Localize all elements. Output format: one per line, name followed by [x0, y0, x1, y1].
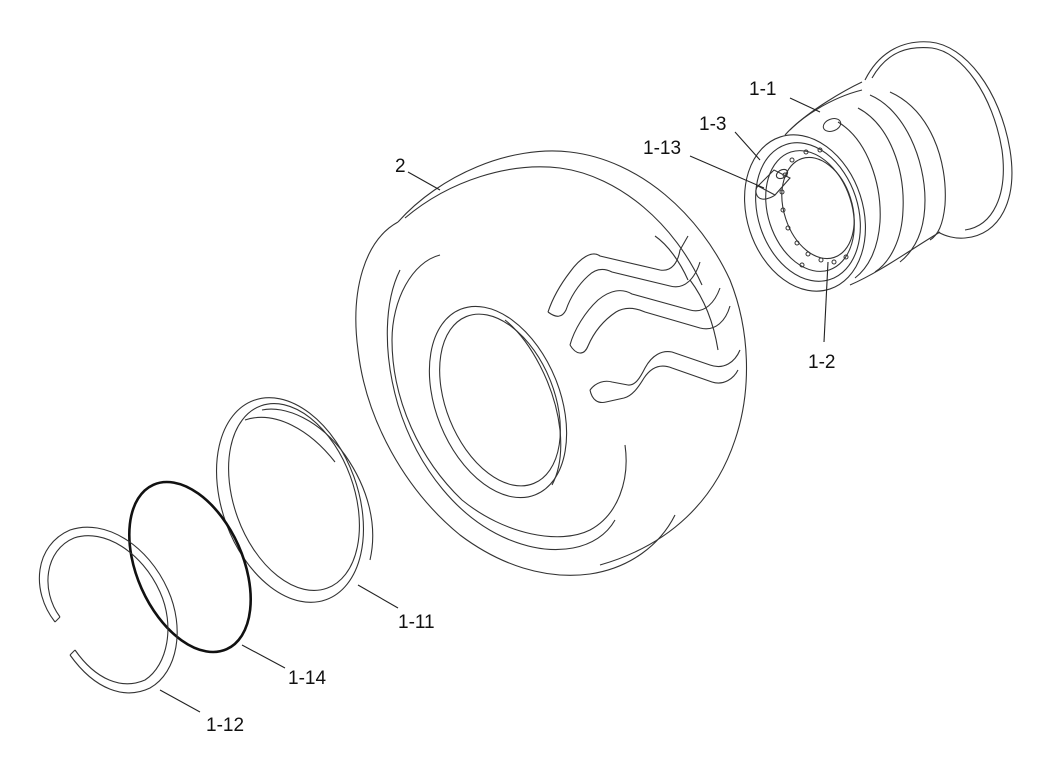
bead-seat-band-top-edge [244, 416, 336, 463]
tire-lug-1b [547, 261, 701, 317]
rim-bolt-holes [779, 147, 849, 268]
callout-1-13: 1-13 [643, 138, 681, 159]
bead-seat-band-depth [261, 408, 374, 561]
lock-ring [38, 526, 178, 694]
rim-assembly [744, 41, 1013, 292]
lock-ring-inner [47, 535, 169, 685]
rim-bore [781, 156, 855, 260]
leader-1-3 [734, 131, 761, 161]
tire-bore-inner [439, 313, 561, 487]
rim-outer-flange [864, 41, 1013, 239]
lock-ring-gap-end-2 [69, 649, 76, 656]
callout-1-1: 1-1 [749, 79, 776, 100]
tire-lug-2 [569, 287, 721, 346]
tire-tread-shoulder [404, 166, 703, 286]
rim-band-2 [857, 107, 904, 273]
rim-front-ring-mid [755, 142, 861, 282]
leader-1-2 [823, 261, 829, 343]
tire-bore-depth [504, 319, 562, 486]
tire-tread-groove-2 [689, 279, 719, 351]
rim-band-4 [837, 121, 881, 279]
lock-ring-gap-end-1 [54, 616, 61, 623]
callout-labels: 1-1 1-3 1-13 2 1-2 1-11 1-14 1-12 [206, 79, 835, 736]
rim-valve-hole [822, 118, 842, 132]
callout-2: 2 [395, 156, 406, 177]
o-ring [128, 480, 252, 654]
tire-lug-2b [569, 305, 731, 354]
rim-body-top [789, 81, 863, 131]
rim-band-3 [889, 91, 946, 241]
tire-tread-outer [397, 150, 748, 566]
callout-1-11: 1-11 [398, 612, 435, 633]
callout-1-3: 1-3 [699, 114, 726, 135]
rim-body-bottom [849, 231, 941, 286]
tire-sidewall-inner-2 [391, 254, 627, 538]
leader-2 [407, 171, 441, 191]
callout-1-14: 1-14 [288, 668, 326, 689]
leader-1-13 [689, 155, 765, 189]
rim-front-ring-outer [744, 134, 866, 292]
leader-1-12 [159, 689, 201, 713]
valve-stem [755, 168, 791, 200]
lock-ring-outer [38, 526, 178, 694]
bead-seat-band-inner [228, 403, 360, 591]
tire-bore-outer [428, 305, 568, 499]
tire [355, 150, 748, 576]
leader-lines [159, 97, 829, 713]
tire-lug-3 [589, 349, 741, 391]
callout-1-2: 1-2 [808, 352, 835, 373]
rim-outer-flange-inner-edge [871, 47, 1004, 231]
leader-1-11 [357, 584, 399, 609]
tire-lug-1 [547, 235, 689, 313]
rim-body-top-2 [784, 89, 863, 136]
callout-1-12: 1-12 [206, 715, 244, 736]
tire-lug-3b [589, 365, 739, 404]
tire-tread-groove-1 [654, 235, 689, 281]
leader-1-1 [789, 97, 821, 113]
tire-sidewall-inner-1 [386, 269, 616, 551]
rim-band-1 [869, 94, 926, 263]
leader-1-14 [241, 644, 286, 669]
tire-sidewall-outer [355, 221, 676, 576]
